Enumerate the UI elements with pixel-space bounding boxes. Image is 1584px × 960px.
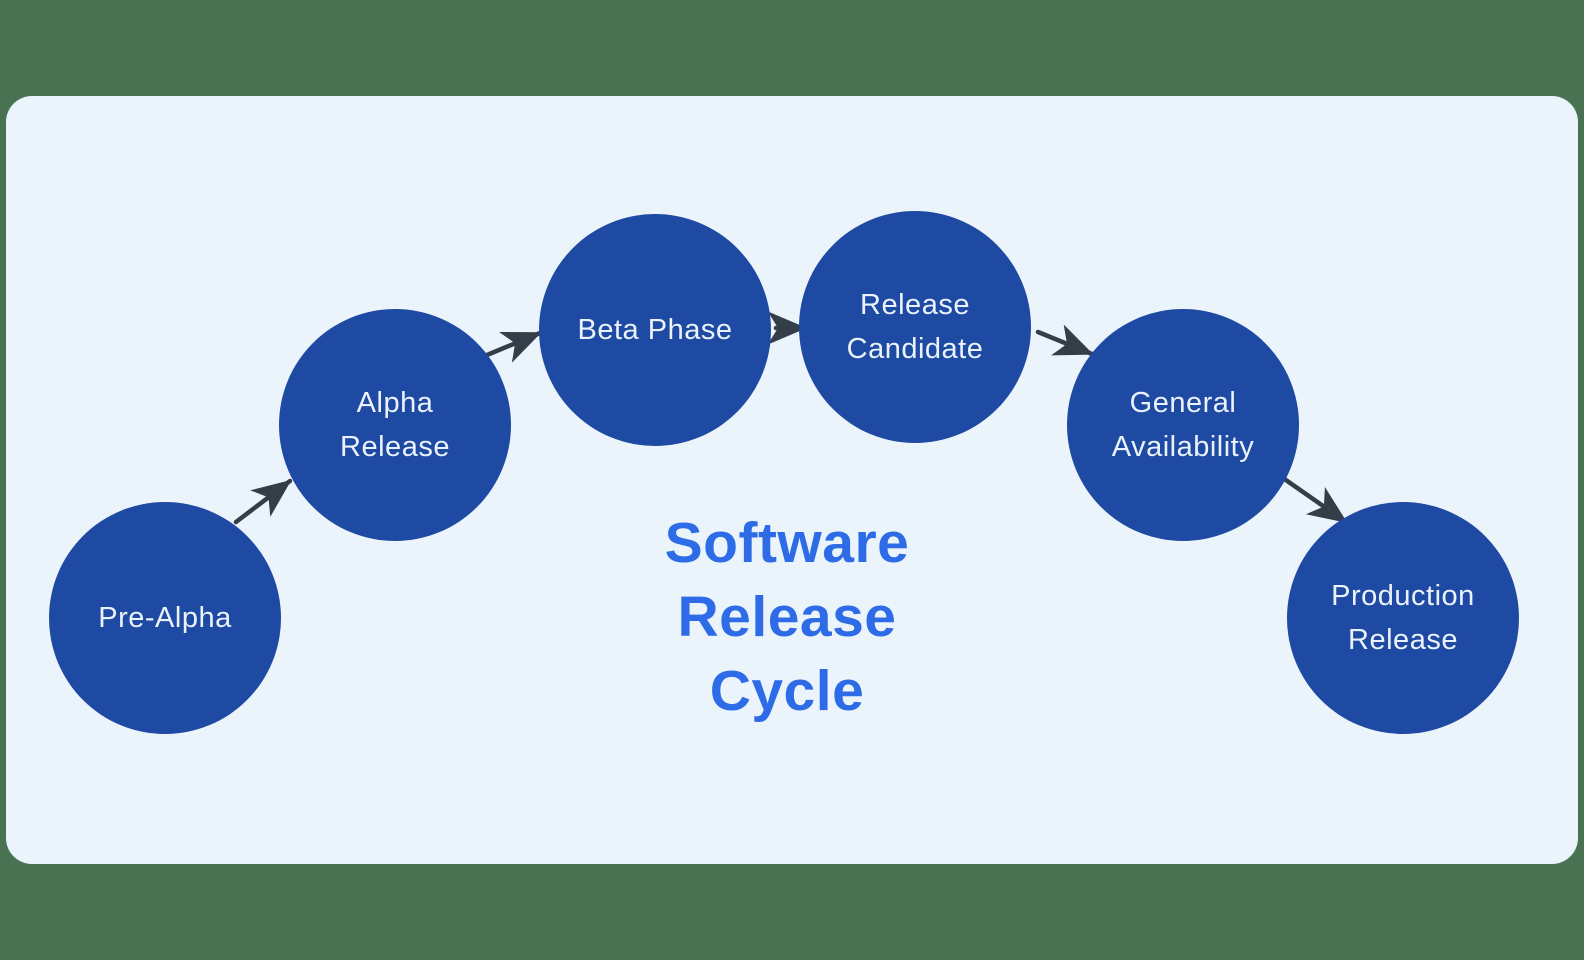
stage-beta-phase-label: Beta Phase: [578, 308, 733, 352]
diagram-title-line: Software: [664, 511, 910, 575]
diagram-title-line: Release: [677, 585, 897, 649]
stage-label-line: Release: [340, 431, 450, 463]
stage-release-candidate-label: Release Candidate: [847, 283, 984, 371]
stage-label-line: Release: [1348, 624, 1458, 656]
stage-general-availability-label: General Availability: [1112, 381, 1254, 469]
stage-label-line: Production: [1331, 580, 1475, 612]
stage-general-availability: General Availability: [1067, 309, 1299, 541]
stage-label-line: General: [1129, 387, 1237, 419]
stage-alpha-release-label: Alpha Release: [340, 381, 450, 469]
stage-release-candidate: Release Candidate: [799, 211, 1031, 443]
stage-label-line: Pre-Alpha: [98, 602, 232, 634]
stage-label-line: Alpha: [356, 387, 434, 419]
stage-label-line: Beta Phase: [577, 314, 733, 346]
stage-production-release: Production Release: [1287, 502, 1519, 734]
diagram-title: Software Release Cycle: [665, 506, 910, 728]
diagram-card: [6, 96, 1578, 864]
stage-pre-alpha: Pre-Alpha: [49, 502, 281, 734]
stage-label-line: Release: [860, 289, 970, 321]
stage-production-release-label: Production Release: [1331, 574, 1475, 662]
stage-label-line: Availability: [1111, 431, 1255, 463]
stage-alpha-release: Alpha Release: [279, 309, 511, 541]
stage-pre-alpha-label: Pre-Alpha: [98, 596, 231, 640]
diagram-title-line: Cycle: [709, 659, 865, 723]
stage-label-line: Candidate: [846, 333, 984, 365]
stage-beta-phase: Beta Phase: [539, 214, 771, 446]
